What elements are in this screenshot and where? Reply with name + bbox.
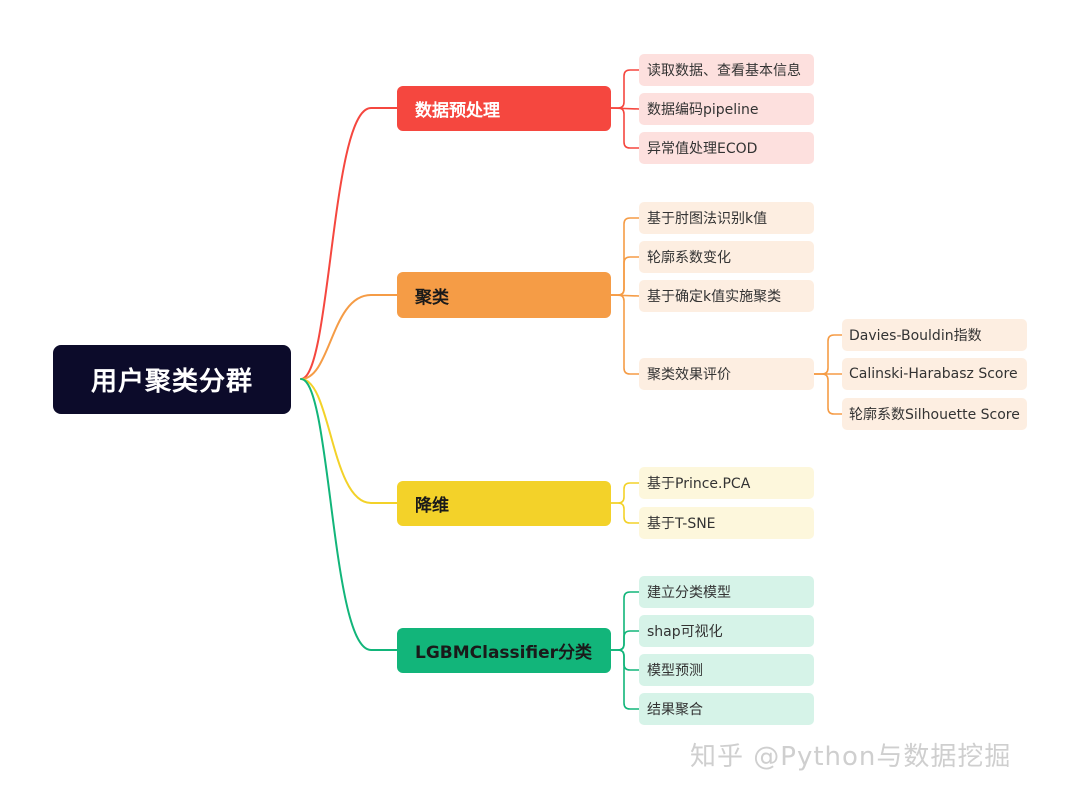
branch-connector — [610, 649, 640, 710]
branch-label: 降维 — [415, 496, 449, 516]
root-connector — [300, 378, 398, 651]
leaf-prince-pca[interactable]: 基于Prince.PCA — [639, 467, 814, 499]
branch-lgbm-classifier[interactable]: LGBMClassifier分类 — [397, 628, 611, 673]
branch-clustering[interactable]: 聚类 — [397, 272, 611, 318]
branch-connector — [610, 482, 640, 504]
leaf-label: 读取数据、查看基本信息 — [647, 63, 801, 79]
leaf-silhouette-change[interactable]: 轮廓系数变化 — [639, 241, 814, 273]
branch-connector — [610, 107, 640, 149]
leaf-label: 结果聚合 — [647, 702, 703, 718]
branch-connector — [610, 630, 640, 651]
leaf-label: 轮廓系数变化 — [647, 250, 731, 266]
leaf-label: 基于肘图法识别k值 — [647, 211, 768, 227]
leaf-outlier-ecod[interactable]: 异常值处理ECOD — [639, 132, 814, 164]
branch-connector — [610, 294, 640, 375]
subleaf-label: 轮廓系数Silhouette Score — [849, 407, 1020, 423]
branch-connector — [610, 591, 640, 651]
leaf-read-data[interactable]: 读取数据、查看基本信息 — [639, 54, 814, 86]
leaf-label: 异常值处理ECOD — [647, 141, 758, 157]
subleaf-label: Calinski-Harabasz Score — [849, 366, 1018, 382]
leaf-encoding-pipeline[interactable]: 数据编码pipeline — [639, 93, 814, 125]
branch-label: 数据预处理 — [415, 101, 500, 121]
branch-connector — [610, 502, 640, 524]
subleaf-davies-bouldin[interactable]: Davies-Bouldin指数 — [842, 319, 1027, 351]
subleaf-label: Davies-Bouldin指数 — [849, 328, 982, 344]
subleaf-silhouette-score[interactable]: 轮廓系数Silhouette Score — [842, 398, 1027, 430]
root-connector — [300, 107, 398, 380]
subleaf-calinski-harabasz[interactable]: Calinski-Harabasz Score — [842, 358, 1027, 390]
leaf-build-model[interactable]: 建立分类模型 — [639, 576, 814, 608]
leaf-label: 聚类效果评价 — [647, 367, 731, 383]
leaf-shap-visualization[interactable]: shap可视化 — [639, 615, 814, 647]
branch-dim-reduction[interactable]: 降维 — [397, 481, 611, 526]
root-connector — [300, 294, 398, 380]
subleaf-connector — [813, 334, 843, 375]
leaf-cluster-evaluation[interactable]: 聚类效果评价 — [639, 358, 814, 390]
leaf-label: 模型预测 — [647, 663, 703, 679]
leaf-model-prediction[interactable]: 模型预测 — [639, 654, 814, 686]
leaf-label: 基于T-SNE — [647, 516, 716, 532]
branch-label: 聚类 — [415, 287, 449, 308]
branch-label: LGBMClassifier分类 — [415, 643, 593, 663]
root-label: 用户聚类分群 — [90, 367, 253, 397]
leaf-label: 基于Prince.PCA — [647, 476, 751, 492]
leaf-elbow-k[interactable]: 基于肘图法识别k值 — [639, 202, 814, 234]
branch-connector — [610, 256, 640, 296]
root-connector — [300, 378, 398, 504]
subleaf-connector — [813, 373, 843, 415]
leaf-label: 基于确定k值实施聚类 — [647, 289, 782, 305]
leaf-result-aggregation[interactable]: 结果聚合 — [639, 693, 814, 725]
leaf-label: 建立分类模型 — [647, 585, 731, 601]
leaf-tsne[interactable]: 基于T-SNE — [639, 507, 814, 539]
leaf-label: shap可视化 — [647, 624, 723, 640]
leaf-run-clustering[interactable]: 基于确定k值实施聚类 — [639, 280, 814, 312]
branch-connector — [610, 69, 640, 109]
watermark: 知乎 @Python与数据挖掘 — [690, 742, 1012, 772]
branch-connector — [610, 649, 640, 671]
root-node[interactable]: 用户聚类分群 — [53, 345, 291, 414]
branch-data-preprocessing[interactable]: 数据预处理 — [397, 86, 611, 131]
leaf-label: 数据编码pipeline — [647, 102, 759, 118]
